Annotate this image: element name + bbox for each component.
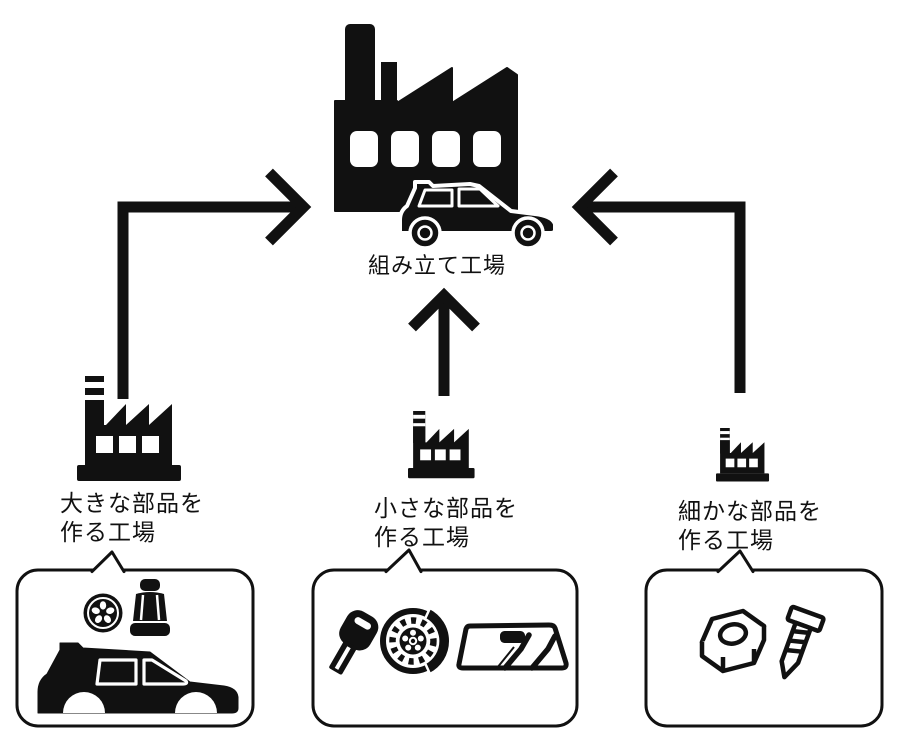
- wiper: [529, 633, 558, 671]
- wiper: [502, 632, 532, 671]
- arrow-fine-parts-to-assembly: [571, 168, 746, 393]
- fine-parts-factory-label: 細かな部品を 作る工場: [678, 497, 822, 555]
- large-parts-factory-icon: [77, 376, 181, 481]
- arrowhead-up-icon: [408, 287, 480, 332]
- fine-parts-bubble: [644, 549, 884, 728]
- arrowhead-right-icon: [265, 168, 312, 246]
- hex-nut-icon: [699, 608, 767, 674]
- large-parts-factory-label: 大きな部品を 作る工場: [60, 489, 204, 547]
- car-key-icon: [329, 610, 379, 675]
- windshield-icon: [456, 622, 569, 671]
- label-line: 作る工場: [60, 519, 156, 545]
- brake-caliper: [423, 606, 452, 676]
- car-wheel-icon: [408, 216, 442, 250]
- label-line: 作る工場: [374, 524, 470, 550]
- car-seat-icon: [130, 579, 170, 636]
- arrow-large-parts-to-assembly: [117, 168, 312, 399]
- label-line: 大きな部品を: [60, 490, 204, 516]
- fine-parts-factory-icon: [716, 428, 770, 482]
- tire-icon: [83, 593, 123, 633]
- arrow-small-parts-to-assembly: [408, 287, 480, 396]
- wheel-arch: [63, 692, 105, 713]
- label-line: 細かな部品を: [678, 498, 822, 524]
- rearview-mirror: [500, 631, 525, 643]
- bubble-tail: [716, 549, 755, 574]
- arrowhead-left-icon: [571, 168, 618, 246]
- small-parts-factory-icon: [408, 411, 475, 479]
- assembly-factory-label: 組み立て工場: [367, 253, 506, 278]
- label-line: 作る工場: [678, 527, 774, 553]
- car-wheel-icon: [511, 216, 545, 250]
- small-parts-factory-label: 小さな部品を 作る工場: [374, 494, 518, 552]
- wheel-arch: [175, 692, 217, 713]
- assembly-factory-icon: [334, 24, 518, 212]
- car-body-icon: [37, 642, 239, 714]
- bubble-tail: [90, 550, 126, 574]
- assembled-car-icon: [398, 180, 557, 250]
- bubble-tail: [384, 548, 423, 574]
- brake-disc-icon: [380, 606, 452, 676]
- screw-icon: [779, 604, 826, 680]
- label-line: 小さな部品を: [374, 495, 518, 521]
